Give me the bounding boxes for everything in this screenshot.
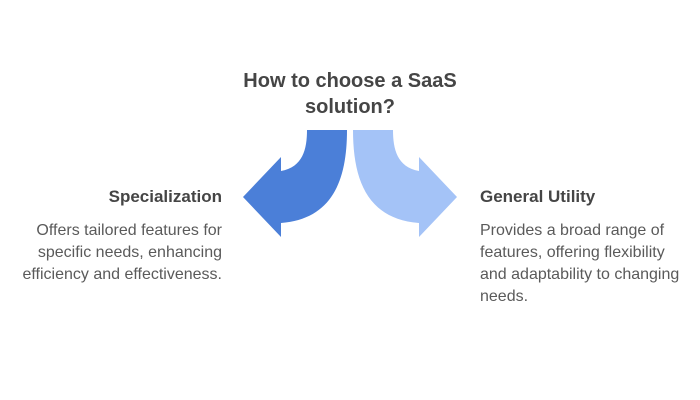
branch-right-description: Provides a broad range of features, offe… <box>480 222 680 305</box>
diagram-title: How to choose a SaaS solution? <box>243 70 457 118</box>
branch-left-heading: Specialization <box>108 187 222 206</box>
branch-left-description: Offers tailored features for specific ne… <box>22 222 222 283</box>
curved-arrow-right-icon <box>353 130 457 237</box>
branch-right: General Utility Provides a broad range o… <box>480 186 685 308</box>
curved-arrow-left-icon <box>243 130 347 237</box>
branch-arrows <box>243 130 457 237</box>
branch-left: Specialization Offers tailored features … <box>10 186 222 286</box>
branch-right-heading: General Utility <box>480 187 596 206</box>
